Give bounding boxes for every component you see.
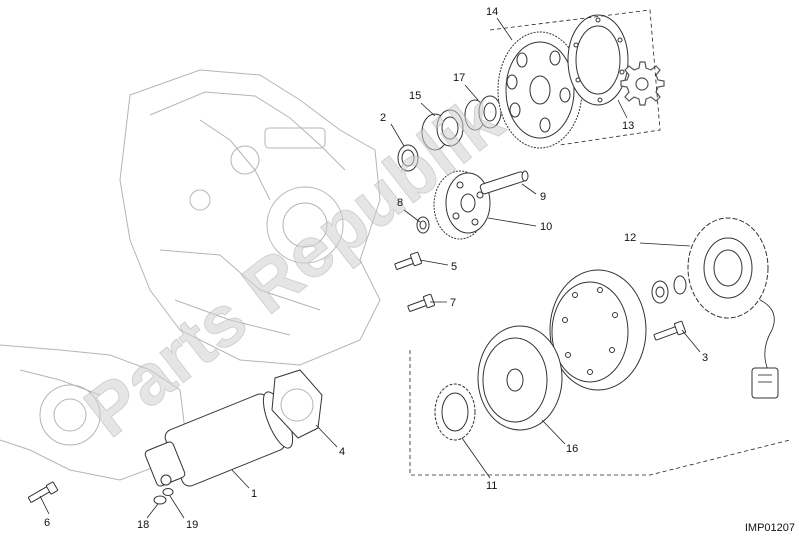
callout-2: 2: [380, 112, 386, 124]
callout-4: 4: [339, 446, 345, 458]
callout-11: 11: [486, 480, 497, 492]
gasket-plate-13: [567, 14, 629, 106]
callout-5: 5: [451, 261, 457, 273]
callout-3: 3: [702, 352, 708, 364]
callout-19: 19: [186, 519, 198, 531]
stator: [687, 217, 779, 399]
callout-1: 1: [251, 488, 257, 500]
callout-6: 6: [44, 517, 50, 529]
washer-19: [162, 488, 174, 496]
callout-8: 8: [397, 197, 403, 209]
bolt-6: [27, 481, 59, 503]
stator-washer: [651, 275, 687, 304]
rotor-12: [549, 269, 647, 391]
bolt-5: [394, 251, 423, 270]
callout-10: 10: [540, 221, 552, 233]
callout-labels: 1 2 3 4 5 6 7 8 9 10 11 12 13 14 15 16 1…: [44, 6, 708, 531]
clutch-housing-16: [477, 325, 563, 431]
callout-12: 12: [624, 232, 636, 244]
reference-code: IMP01207: [744, 522, 795, 534]
needle-bearing-15: [421, 109, 464, 151]
group-frame-lower: [409, 350, 791, 476]
engine-case-outline: [119, 69, 381, 366]
callout-13: 13: [622, 120, 634, 132]
starter-motor: [144, 391, 294, 487]
freewheel-11: [434, 383, 476, 441]
intermediate-gear-10: [433, 170, 491, 240]
group-frame-upper: [489, 9, 661, 146]
leader-lines: [39, 17, 701, 519]
callout-16: 16: [566, 443, 578, 455]
shaft-9: [479, 170, 529, 195]
bolt-3: [653, 320, 687, 341]
callout-17: 17: [453, 72, 465, 84]
washer-2: [397, 144, 419, 172]
callout-9: 9: [540, 191, 546, 203]
bushing-17: [464, 95, 502, 131]
starter-gear-14: [497, 31, 583, 149]
callout-14: 14: [486, 6, 498, 18]
bolt-7: [407, 293, 436, 312]
washer-18: [153, 495, 167, 505]
gear-icon: [620, 61, 665, 106]
callout-18: 18: [137, 519, 149, 531]
callout-15: 15: [409, 90, 421, 102]
washer-8: [416, 216, 430, 234]
starter-gasket: [271, 369, 323, 439]
callout-7: 7: [450, 297, 456, 309]
